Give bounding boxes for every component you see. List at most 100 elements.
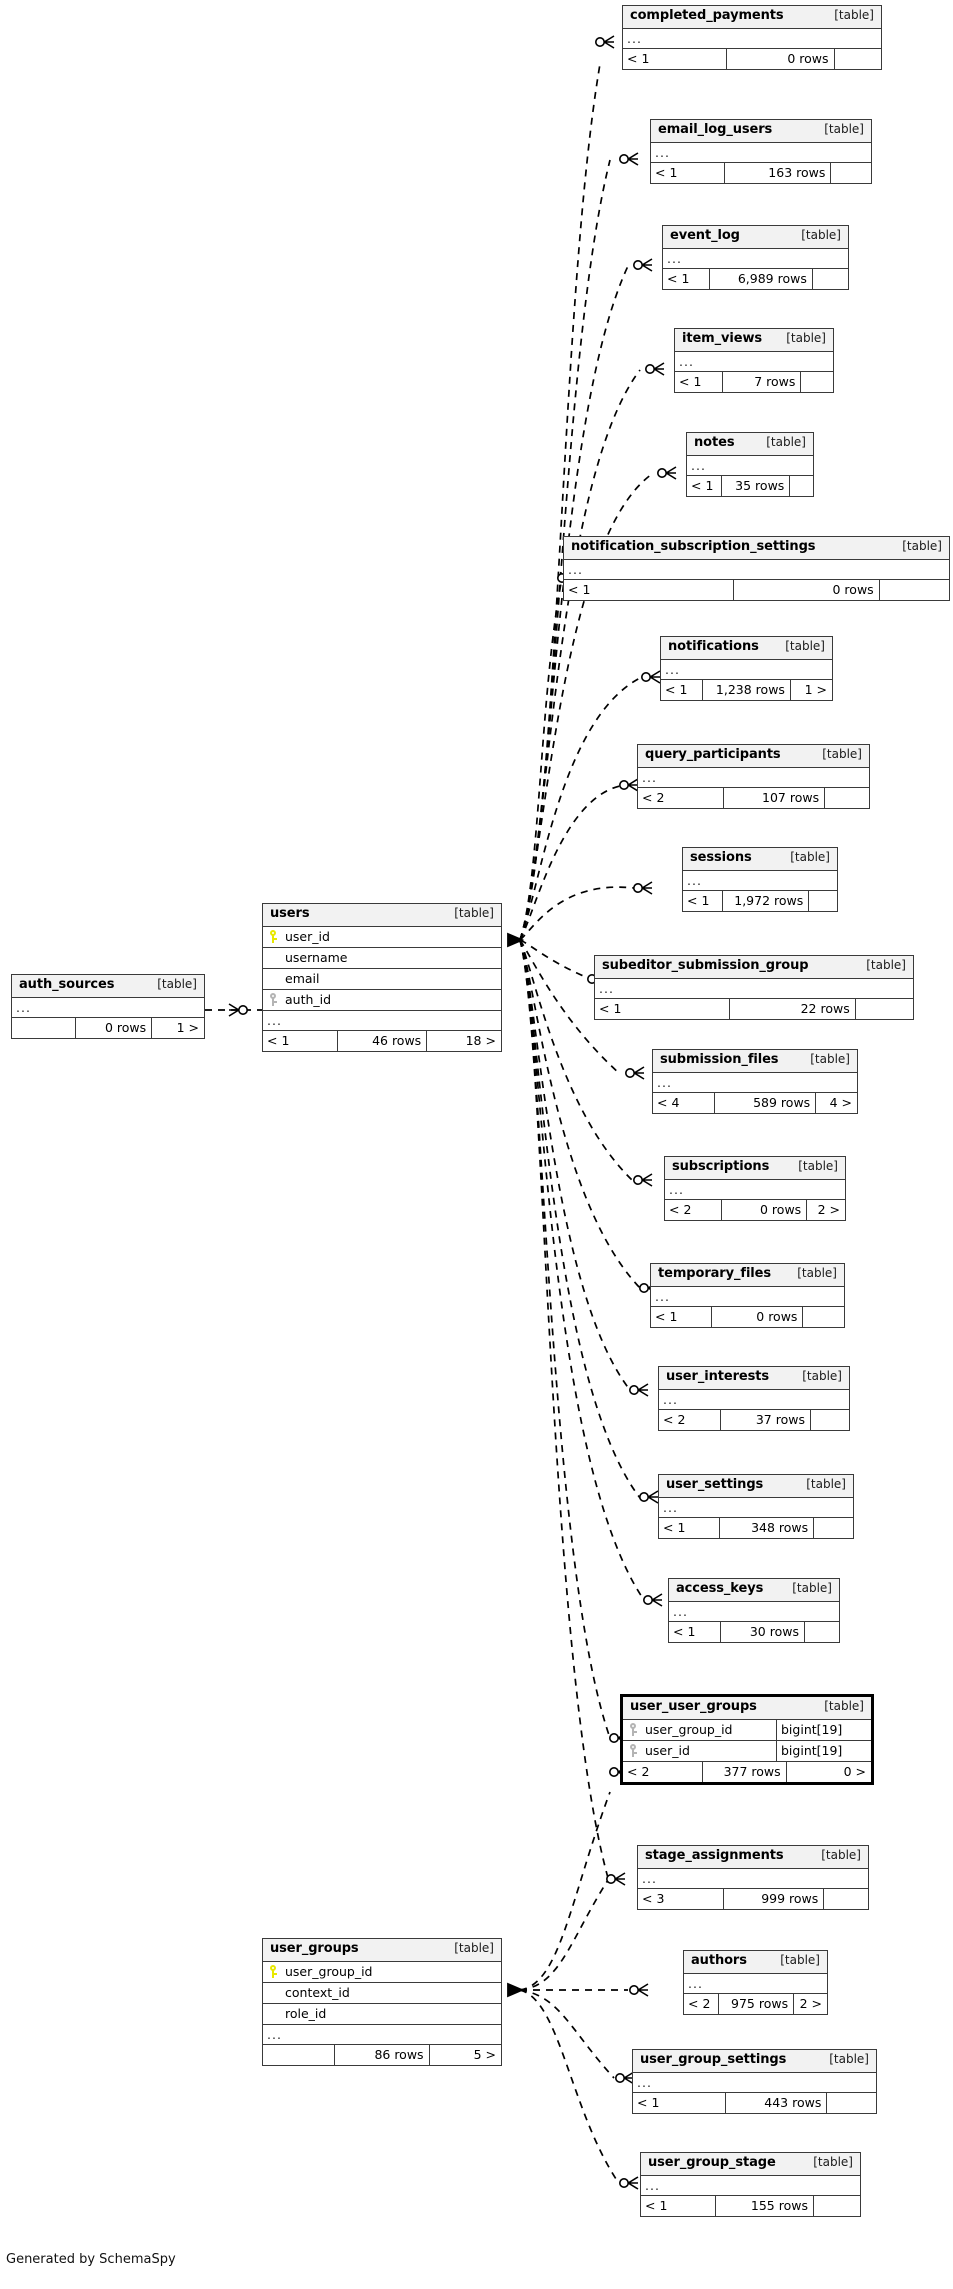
footer-parents: < 1 bbox=[267, 1033, 290, 1049]
table-node-submission-files[interactable]: submission_files [table] ... < 4 589 row… bbox=[652, 1049, 858, 1114]
footer-rowcount: 975 rows bbox=[718, 1993, 795, 2014]
table-node-user-settings[interactable]: user_settings [table] ... < 1 348 rows bbox=[658, 1474, 854, 1539]
table-node-auth-sources[interactable]: auth_sources [table] ... 0 rows 1 > bbox=[11, 974, 205, 1039]
columns-ellipsis: ... bbox=[263, 2025, 501, 2045]
table-node-user-user-groups[interactable]: user_user_groups [table] user_group_id b… bbox=[620, 1694, 874, 1785]
table-type-label: [table] bbox=[829, 2052, 869, 2066]
footer-parents: < 1 bbox=[691, 478, 714, 494]
table-footer: < 2 975 rows 2 > bbox=[684, 1993, 827, 2014]
table-footer: < 1 443 rows bbox=[633, 2092, 876, 2113]
table-footer: < 1 0 rows bbox=[564, 579, 949, 600]
table-node-stage-assignments[interactable]: stage_assignments [table] ... < 3 999 ro… bbox=[637, 1845, 869, 1910]
footer-children bbox=[801, 372, 833, 392]
table-type-label: [table] bbox=[801, 228, 841, 242]
table-title: event_log [table] bbox=[663, 226, 848, 249]
table-node-sessions[interactable]: sessions [table] ... < 1 1,972 rows bbox=[682, 847, 838, 912]
footer-parents: < 1 bbox=[655, 165, 678, 181]
table-node-item-views[interactable]: item_views [table] ... < 1 7 rows bbox=[674, 328, 834, 393]
table-node-user-groups[interactable]: user_groups [table] user_group_id contex… bbox=[262, 1938, 502, 2066]
table-node-access-keys[interactable]: access_keys [table] ... < 1 30 rows bbox=[668, 1578, 840, 1643]
table-title: notifications [table] bbox=[661, 637, 832, 660]
table-node-user-group-stage[interactable]: user_group_stage [table] ... < 1 155 row… bbox=[640, 2152, 861, 2217]
footer-rowcount: 0 rows bbox=[726, 48, 835, 69]
table-column-row: user_group_id bigint[19] bbox=[623, 1719, 871, 1741]
table-title: user_settings [table] bbox=[659, 1475, 853, 1498]
table-title: notification_subscription_settings [tabl… bbox=[564, 537, 949, 560]
table-type-label: [table] bbox=[822, 747, 862, 761]
footer-children bbox=[814, 2196, 860, 2216]
table-column-row: user_id bigint[19] bbox=[623, 1740, 871, 1762]
footer-rowcount: 0 rows bbox=[75, 1017, 153, 1038]
table-node-notifications[interactable]: notifications [table] ... < 1 1,238 rows… bbox=[660, 636, 833, 701]
table-node-users[interactable]: users [table] user_id username email aut… bbox=[262, 903, 502, 1052]
table-name: user_group_settings bbox=[640, 2052, 787, 2067]
table-type-label: [table] bbox=[834, 8, 874, 22]
footer-rowcount: 6,989 rows bbox=[709, 268, 813, 289]
footer-parents bbox=[263, 2045, 334, 2065]
table-name: authors bbox=[691, 1953, 747, 1968]
table-node-user-interests[interactable]: user_interests [table] ... < 2 37 rows bbox=[658, 1366, 850, 1431]
table-node-completed-payments[interactable]: completed_payments [table] ... < 1 0 row… bbox=[622, 5, 882, 70]
table-footer: < 1 46 rows 18 > bbox=[263, 1030, 501, 1051]
footer-children bbox=[811, 1410, 849, 1430]
table-title: temporary_files [table] bbox=[651, 1264, 844, 1287]
table-title: access_keys [table] bbox=[669, 1579, 839, 1602]
table-footer: < 1 22 rows bbox=[595, 998, 913, 1019]
table-node-notification-subscription-settings[interactable]: notification_subscription_settings [tabl… bbox=[563, 536, 950, 601]
columns-ellipsis: ... bbox=[564, 560, 949, 580]
footer-rowcount: 7 rows bbox=[722, 371, 802, 392]
table-node-subscriptions[interactable]: subscriptions [table] ... < 2 0 rows 2 > bbox=[664, 1156, 846, 1221]
footer-children bbox=[825, 788, 869, 808]
table-node-subeditor-submission-group[interactable]: subeditor_submission_group [table] ... <… bbox=[594, 955, 914, 1020]
table-footer: < 1 6,989 rows bbox=[663, 268, 848, 289]
table-node-notes[interactable]: notes [table] ... < 1 35 rows bbox=[686, 432, 814, 497]
table-node-temporary-files[interactable]: temporary_files [table] ... < 1 0 rows bbox=[650, 1263, 845, 1328]
column-name: email bbox=[285, 971, 320, 987]
footer-parents: < 1 bbox=[655, 1309, 678, 1325]
table-node-user-group-settings[interactable]: user_group_settings [table] ... < 1 443 … bbox=[632, 2049, 877, 2114]
table-name: item_views bbox=[682, 331, 763, 346]
table-footer: 86 rows 5 > bbox=[263, 2044, 501, 2065]
foreign-key-icon bbox=[623, 1744, 643, 1758]
table-type-label: [table] bbox=[810, 1052, 850, 1066]
table-title: user_group_stage [table] bbox=[641, 2153, 860, 2176]
footer-parents bbox=[12, 1018, 75, 1038]
footer-children bbox=[856, 999, 913, 1019]
footer-rowcount: 86 rows bbox=[334, 2044, 430, 2065]
columns-ellipsis: ... bbox=[665, 1180, 845, 1200]
footer-parents: < 1 bbox=[665, 682, 688, 698]
footer-children bbox=[809, 891, 837, 911]
table-title: completed_payments [table] bbox=[623, 6, 881, 29]
table-column-row: email bbox=[263, 969, 501, 990]
table-node-authors[interactable]: authors [table] ... < 2 975 rows 2 > bbox=[683, 1950, 828, 2015]
columns-ellipsis: ... bbox=[595, 979, 913, 999]
table-title: subscriptions [table] bbox=[665, 1157, 845, 1180]
footer-children bbox=[835, 49, 881, 69]
columns-ellipsis: ... bbox=[623, 29, 881, 49]
footer-parents: < 1 bbox=[687, 893, 710, 909]
footer-rowcount: 443 rows bbox=[725, 2092, 828, 2113]
table-node-email-log-users[interactable]: email_log_users [table] ... < 1 163 rows bbox=[650, 119, 872, 184]
table-footer: < 1 155 rows bbox=[641, 2195, 860, 2216]
table-name: query_participants bbox=[645, 747, 781, 762]
table-name: user_interests bbox=[666, 1369, 769, 1384]
table-name: subscriptions bbox=[672, 1159, 770, 1174]
footer-rowcount: 0 rows bbox=[720, 1199, 808, 1220]
table-node-query-participants[interactable]: query_participants [table] ... < 2 107 r… bbox=[637, 744, 870, 809]
foreign-key-icon bbox=[263, 993, 283, 1007]
columns-ellipsis: ... bbox=[661, 660, 832, 680]
table-title: notes [table] bbox=[687, 433, 813, 456]
footer-children bbox=[790, 476, 813, 496]
footer-children bbox=[827, 2093, 876, 2113]
footer-parents: < 1 bbox=[568, 582, 591, 598]
columns-ellipsis: ... bbox=[659, 1498, 853, 1518]
footer-rowcount: 1,238 rows bbox=[702, 679, 791, 700]
table-type-label: [table] bbox=[157, 977, 197, 991]
table-type-label: [table] bbox=[785, 639, 825, 653]
table-title: query_participants [table] bbox=[638, 745, 869, 768]
table-title: users [table] bbox=[263, 904, 501, 927]
table-node-event-log[interactable]: event_log [table] ... < 1 6,989 rows bbox=[662, 225, 849, 290]
table-title: user_group_settings [table] bbox=[633, 2050, 876, 2073]
footer-children bbox=[803, 1307, 844, 1327]
